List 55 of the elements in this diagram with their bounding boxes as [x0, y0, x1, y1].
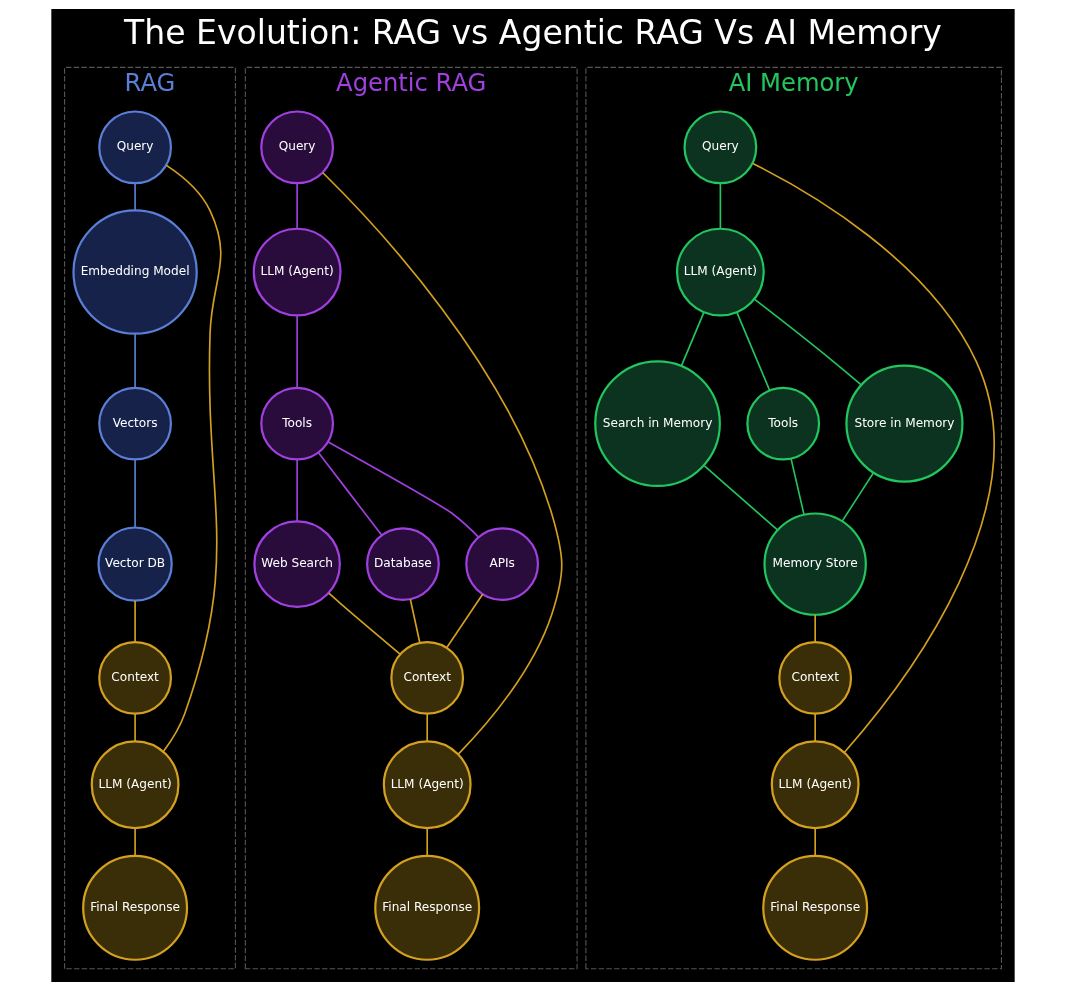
connector	[703, 464, 779, 531]
connector	[327, 440, 480, 538]
connector	[841, 471, 875, 522]
node-circle: Vectors	[98, 386, 172, 461]
connector	[134, 599, 136, 643]
connector	[680, 311, 705, 366]
connector	[317, 451, 383, 536]
node-circle: Search in Memory	[594, 359, 721, 487]
connector	[296, 314, 298, 388]
connector	[162, 164, 222, 752]
node-circle: Final Response	[374, 854, 481, 961]
connector	[322, 171, 563, 755]
node-circle: Context	[778, 640, 853, 715]
connector	[134, 332, 136, 389]
connector	[446, 592, 484, 648]
node-circle: Final Response	[82, 854, 189, 961]
node-circle: Context	[98, 640, 172, 715]
node-circle: Database	[366, 526, 440, 601]
node-circle: Tools	[260, 386, 335, 461]
connector	[719, 181, 722, 229]
connector	[752, 162, 995, 753]
node-circle: Query	[683, 109, 758, 184]
connector	[134, 712, 136, 742]
node-circle: LLM (Agent)	[90, 739, 180, 829]
node-circle: Query	[98, 109, 172, 184]
node-circle: Memory Store	[763, 511, 867, 616]
node-circle: Embedding Model	[72, 208, 198, 335]
node-circle: LLM (Agent)	[252, 227, 342, 317]
connector	[736, 311, 771, 391]
connector	[814, 712, 816, 742]
connector	[426, 712, 428, 742]
connector	[296, 181, 298, 229]
connector	[328, 591, 401, 655]
node-circle: Web Search	[253, 519, 341, 608]
node-circle: Tools	[746, 386, 821, 461]
connector	[753, 298, 862, 386]
node-circle: Context	[390, 640, 465, 715]
node-circle: Vector DB	[97, 525, 173, 602]
node-circle: LLM (Agent)	[675, 227, 765, 317]
connector	[426, 827, 428, 856]
diagram-title: The Evolution: RAG vs Agentic RAG Vs AI Memory	[124, 12, 942, 52]
connector	[814, 827, 816, 856]
node-circle: APIs	[465, 526, 540, 601]
node-circle: LLM (Agent)	[770, 739, 860, 829]
node-circle: Store in Memory	[845, 364, 964, 483]
node-circle: Final Response	[762, 854, 869, 961]
node-circle: LLM (Agent)	[382, 739, 472, 829]
connector	[134, 181, 136, 211]
connector	[134, 827, 136, 856]
connector	[409, 597, 421, 643]
connector	[296, 458, 298, 522]
node-circle: Query	[260, 109, 335, 184]
connector	[814, 613, 816, 643]
connector	[134, 458, 136, 528]
connector	[790, 457, 805, 515]
